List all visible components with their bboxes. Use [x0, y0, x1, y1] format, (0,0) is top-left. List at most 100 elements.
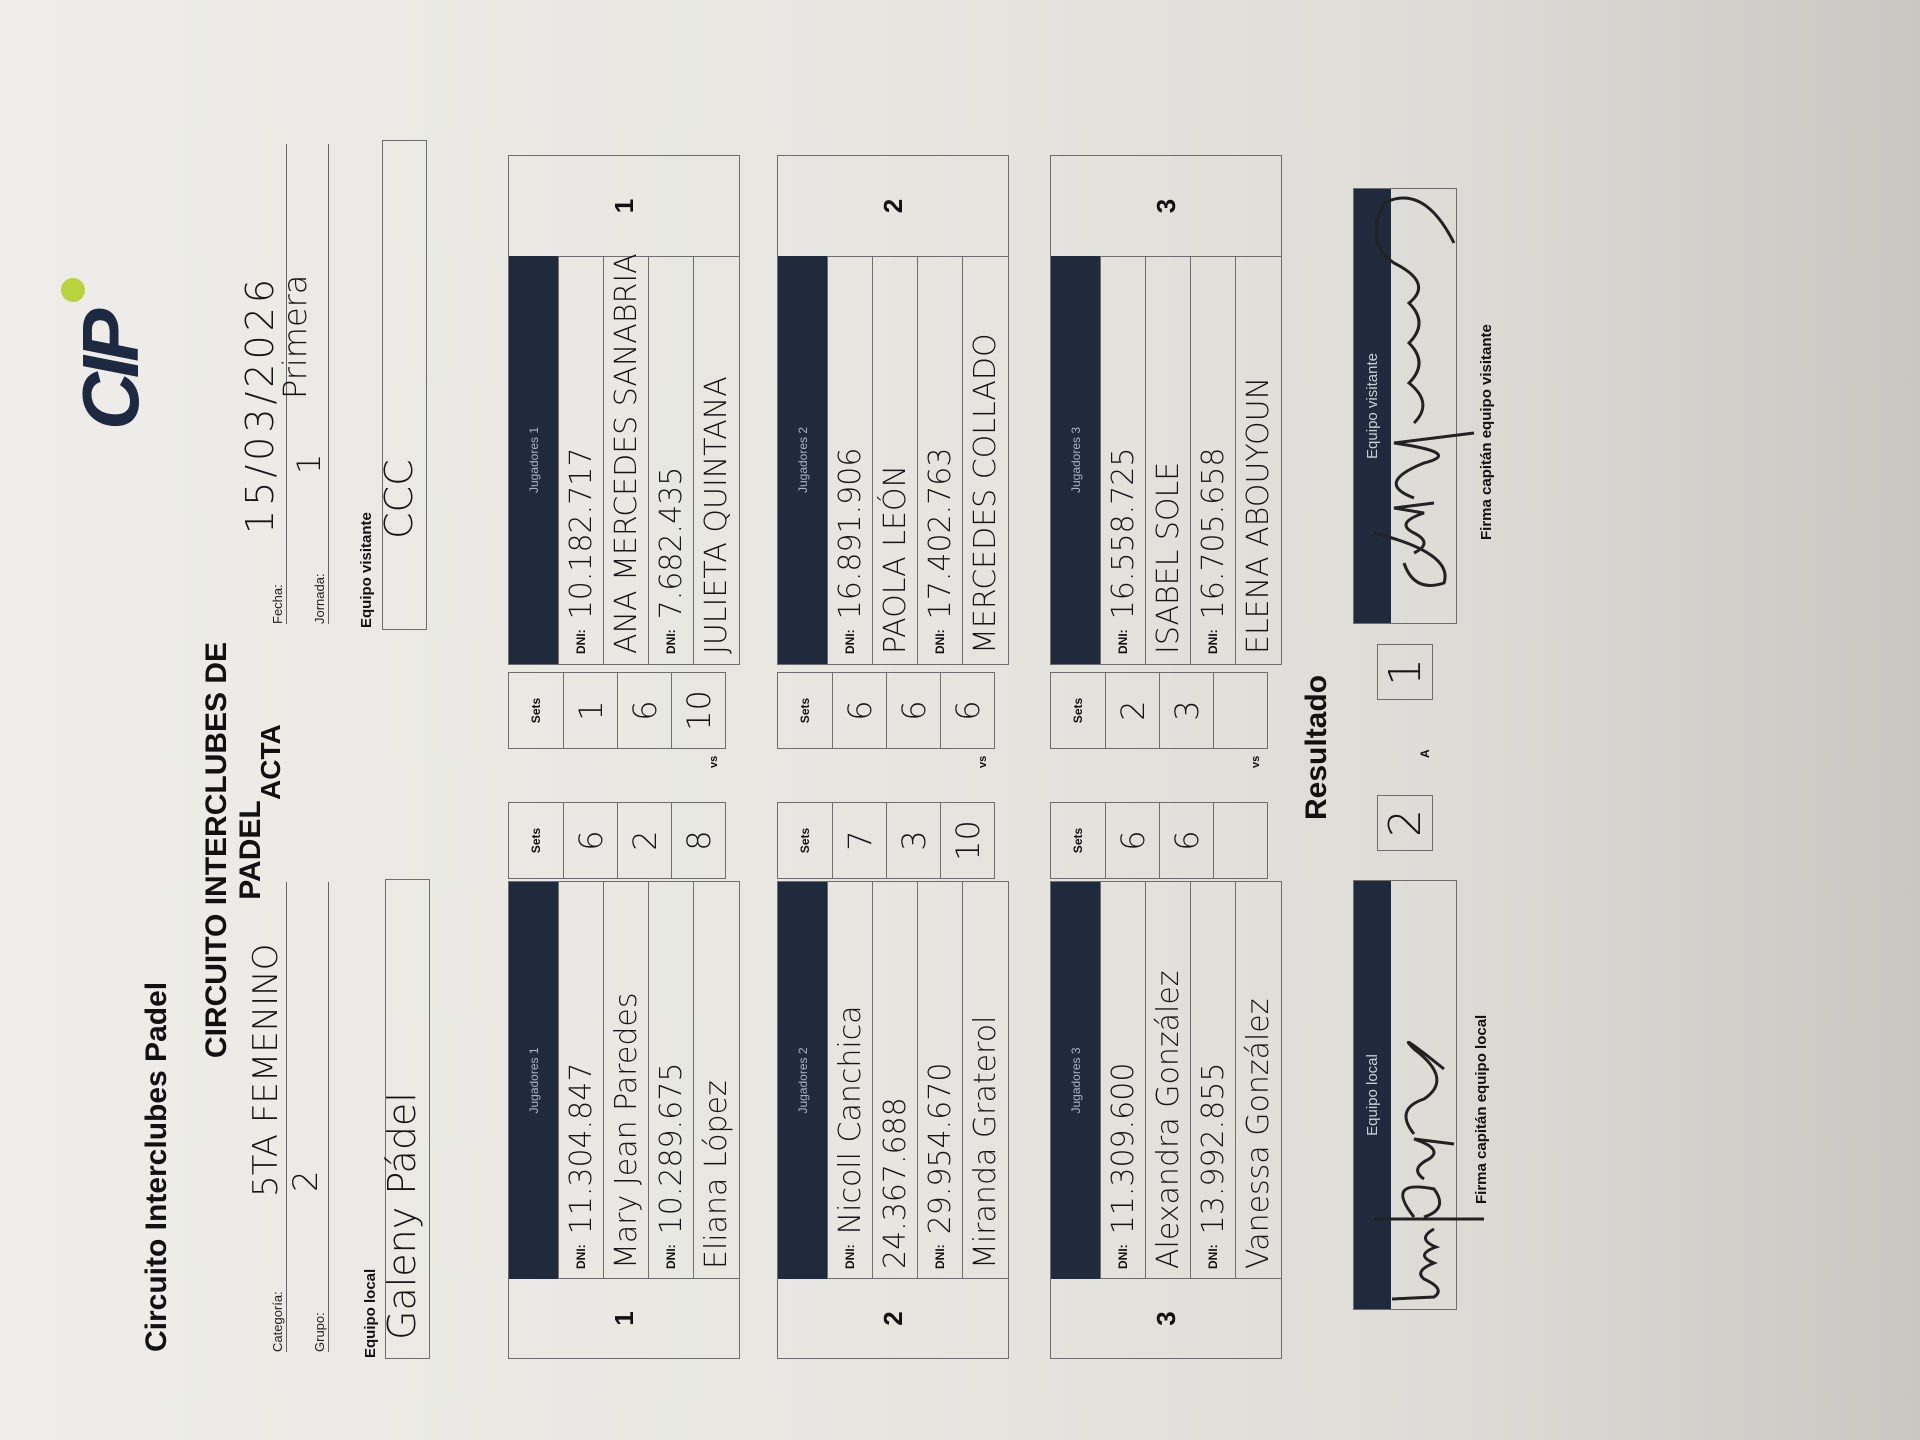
home-signature-caption: Firma capitán equipo local: [1473, 1014, 1490, 1204]
set-score-cell[interactable]: 10: [671, 673, 725, 748]
sets-header: Sets: [1071, 697, 1085, 724]
away-pair-number: 2: [778, 156, 1008, 257]
jornada-field[interactable]: Jornada: 1 Primera: [276, 144, 329, 624]
players-header: Jugadores 1: [509, 882, 558, 1279]
result-home-box[interactable]: 2: [1377, 795, 1433, 851]
grupo-field[interactable]: Grupo: 2: [286, 882, 329, 1352]
players-header: Jugadores 2: [778, 256, 827, 664]
handwritten-entry: Eliana López: [698, 1080, 734, 1269]
player-dni-row[interactable]: DNI:16.558.725: [1100, 256, 1145, 664]
player-dni-row[interactable]: DNI:7.682.435: [648, 256, 693, 664]
dni-label: DNI:: [843, 1244, 857, 1269]
away-signature-box[interactable]: Equipo visitante: [1353, 188, 1475, 624]
equipo-visitante-value: CCC: [377, 459, 421, 539]
categoria-label: Categoría:: [270, 1291, 285, 1352]
handwritten-entry: 29.954.670: [922, 1062, 958, 1235]
player-dni-row[interactable]: DNI:16.705.658: [1190, 256, 1235, 664]
player-name-row[interactable]: Alexandra González: [1145, 882, 1190, 1279]
player-dni-row[interactable]: DNI:16.891.906: [827, 256, 872, 664]
set-score-cell[interactable]: 6: [563, 803, 617, 878]
player-name-row[interactable]: ELENA ABOUYOUN: [1235, 256, 1280, 664]
set-score-cell[interactable]: 6: [1159, 803, 1213, 878]
handwritten-entry: 16.558.725: [1105, 447, 1141, 620]
handwritten-entry: Alexandra González: [1150, 970, 1186, 1269]
set-score-cell[interactable]: 2: [617, 803, 671, 878]
player-dni-row[interactable]: DNI:10.289.675: [648, 882, 693, 1279]
set-score-cell[interactable]: 3: [1159, 673, 1213, 748]
set-score: 10: [679, 690, 718, 731]
player-name-row[interactable]: Mary Jean Paredes: [603, 882, 648, 1279]
set-score-cell[interactable]: 6: [886, 673, 940, 748]
player-dni-row[interactable]: DNI:29.954.670: [917, 882, 962, 1279]
set-score: 2: [1113, 700, 1152, 721]
player-name-row[interactable]: Eliana López: [693, 882, 738, 1279]
home-signature-box[interactable]: Equipo local: [1353, 880, 1484, 1310]
set-score-cell[interactable]: 6: [832, 673, 886, 748]
grupo-value: 2: [286, 1170, 326, 1192]
player-name-row[interactable]: ISABEL SOLE: [1145, 256, 1190, 664]
dni-label: DNI:: [664, 629, 678, 654]
set-score-cell[interactable]: 6: [1105, 803, 1159, 878]
player-dni-row[interactable]: DNI:10.182.717: [558, 256, 603, 664]
player-name-row[interactable]: Miranda Graterol: [962, 882, 1007, 1279]
player-name-row[interactable]: PAOLA LEÓN: [872, 256, 917, 664]
player-name-row[interactable]: 24.367.688: [872, 882, 917, 1279]
player-dni-row[interactable]: DNI:17.402.763: [917, 256, 962, 664]
player-dni-row[interactable]: DNI:Nicoll Canchica: [827, 882, 872, 1279]
set-score-cell[interactable]: 3: [886, 803, 940, 878]
equipo-visitante-field[interactable]: CCC: [377, 140, 427, 630]
player-name-row[interactable]: JULIETA QUINTANA: [693, 256, 738, 664]
home-pair-number: 2: [778, 1278, 1008, 1358]
handwritten-entry: 17.402.763: [922, 447, 958, 620]
handwritten-entry: 11.309.600: [1105, 1062, 1141, 1235]
set-score: 6: [948, 700, 987, 721]
handwritten-entry: 11.304.847: [563, 1062, 599, 1235]
set-score-cell[interactable]: 8: [671, 803, 725, 878]
equipo-local-field[interactable]: Galeny Pádel: [380, 879, 430, 1359]
handwritten-entry: 24.367.688: [877, 1097, 913, 1269]
set-score-cell[interactable]: 2: [1105, 673, 1159, 748]
result-home-value: 2: [1379, 809, 1431, 837]
categoria-field[interactable]: Categoría: 5TA FEMENINO: [246, 882, 287, 1352]
handwritten-entry: MERCEDES COLLADO: [967, 333, 1003, 654]
result-away-box[interactable]: 1: [1377, 644, 1433, 700]
set-score-cell[interactable]: 6: [940, 673, 994, 748]
handwritten-entry: ANA MERCEDES SANABRIA: [608, 253, 644, 654]
dni-label: DNI:: [1206, 629, 1220, 654]
padel-ball-icon: [61, 278, 85, 302]
set-score: 8: [679, 830, 718, 851]
set-score: 6: [625, 700, 664, 721]
jornada-extra: Primera: [276, 274, 314, 399]
players-header: Jugadores 3: [1051, 256, 1100, 664]
player-name-row[interactable]: MERCEDES COLLADO: [962, 256, 1007, 664]
jornada-value: 1: [290, 453, 328, 474]
set-score-cell[interactable]: [1213, 803, 1267, 878]
player-name-row[interactable]: Vanessa González: [1235, 882, 1280, 1279]
player-name-row[interactable]: ANA MERCEDES SANABRIA: [603, 253, 648, 664]
set-score: 3: [894, 830, 933, 851]
set-score-cell[interactable]: [1213, 673, 1267, 748]
set-score: 6: [571, 830, 610, 851]
set-score: 10: [948, 820, 987, 861]
set-score-cell[interactable]: 7: [832, 803, 886, 878]
player-dni-row[interactable]: DNI:11.309.600: [1100, 882, 1145, 1279]
player-dni-row[interactable]: DNI:11.304.847: [558, 882, 603, 1279]
handwritten-entry: ISABEL SOLE: [1150, 461, 1186, 654]
away-pair-number: 3: [1051, 156, 1281, 257]
handwritten-entry: JULIETA QUINTANA: [698, 376, 734, 654]
player-dni-row[interactable]: DNI:13.992.855: [1190, 882, 1235, 1279]
away-signature-caption: Firma capitán equipo visitante: [1478, 324, 1495, 540]
dni-label: DNI:: [843, 629, 857, 654]
categoria-value: 5TA FEMENINO: [246, 943, 286, 1197]
set-score: 6: [840, 700, 879, 721]
result-separator: A: [1418, 749, 1432, 758]
set-score-cell[interactable]: 6: [617, 673, 671, 748]
set-score-cell[interactable]: 10: [940, 803, 994, 878]
set-score-cell[interactable]: 1: [563, 673, 617, 748]
